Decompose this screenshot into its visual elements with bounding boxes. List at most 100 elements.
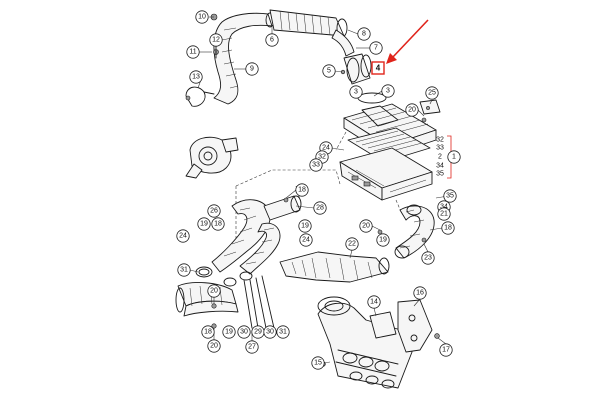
callout-circle (207, 284, 221, 298)
callout-number: 15 (314, 360, 322, 367)
callout-c22: 22 (345, 237, 359, 251)
callout-circle (211, 217, 225, 231)
callout-circle (443, 189, 457, 203)
callout-c28: 28 (313, 201, 327, 215)
callout-c30a: 30 (237, 325, 251, 339)
callout-number: 23 (424, 255, 432, 262)
callout-c27: 27 (245, 340, 259, 354)
callout-c6: 6 (265, 33, 279, 47)
callout-number: 18 (214, 221, 222, 228)
callout-number: 14 (370, 299, 378, 306)
callout-c18d: 18 (201, 325, 215, 339)
callout-c16: 16 (413, 286, 427, 300)
callout-c35a: 35 (443, 189, 457, 203)
callout-number: 19 (225, 329, 233, 336)
callout-circle (207, 339, 221, 353)
callout-circle (245, 62, 259, 76)
highlight-callout-4: 4 (371, 61, 385, 75)
callout-number: 19 (301, 223, 309, 230)
hose-clamp (185, 86, 215, 107)
callout-number: 33 (312, 162, 320, 169)
callout-number: 20 (362, 223, 370, 230)
callout-circle (357, 27, 371, 41)
callout-c18c: 18 (441, 221, 455, 235)
callout-c21: 21 (437, 207, 451, 221)
callout-c19b: 19 (298, 219, 312, 233)
callout-circle (349, 85, 363, 99)
callout-circle (276, 325, 290, 339)
callout-circle (322, 64, 336, 78)
callout-number: 18 (204, 329, 212, 336)
highlight-label: 4 (376, 64, 381, 73)
manifold-bracket (397, 299, 433, 353)
callout-c5: 5 (322, 64, 336, 78)
callout-number: 19 (200, 221, 208, 228)
callout-number: 17 (442, 347, 450, 354)
callout-circle (381, 84, 395, 98)
callout-circle (376, 233, 390, 247)
callout-circle (209, 33, 223, 47)
callout-number: 24 (322, 145, 330, 152)
callout-number: 31 (279, 329, 287, 336)
callout-c33a: 33 (309, 158, 323, 172)
intercooler-hose (175, 282, 239, 317)
callout-c25: 25 (425, 86, 439, 100)
callout-number: 26 (210, 208, 218, 215)
callout-circle (405, 103, 419, 117)
callout-circle (189, 70, 203, 84)
callout-number: 11 (189, 49, 196, 56)
callout-number: 3 (354, 89, 358, 96)
callout-c15: 15 (311, 356, 325, 370)
callout-c20d: 20 (207, 339, 221, 353)
callout-c18b: 18 (211, 217, 225, 231)
callout-c24c: 24 (176, 229, 190, 243)
callout-number: 22 (348, 241, 356, 248)
callout-circle (299, 233, 313, 247)
intake-pipe-left (211, 195, 302, 273)
callout-number: 10 (198, 14, 206, 21)
callout-circle (345, 237, 359, 251)
elbow-duct (331, 29, 355, 57)
callout-circle (298, 219, 312, 233)
intake-hose-upper (213, 12, 275, 105)
callout-c20c: 20 (207, 284, 221, 298)
bracket-label-b2: 2 (438, 154, 442, 161)
bracket-label-b32: 32 (436, 137, 444, 144)
intake-manifold (317, 296, 413, 389)
callout-circle (176, 229, 190, 243)
callout-circle (441, 221, 455, 235)
callout-number: 19 (379, 237, 387, 244)
callout-number: 13 (192, 74, 200, 81)
callout-number: 28 (316, 205, 324, 212)
callout-c29: 29 (251, 325, 265, 339)
callout-circle (367, 295, 381, 309)
callout-number: 18 (444, 225, 452, 232)
bracket-label-b35: 35 (436, 171, 444, 178)
callout-c30b: 30 (263, 325, 277, 339)
callout-number: 6 (270, 37, 274, 44)
mounting-bracket-top (419, 99, 441, 115)
callout-circle (437, 207, 451, 221)
callout-number: 24 (179, 233, 187, 240)
callout-circle (313, 201, 327, 215)
callout-number: 21 (440, 211, 448, 218)
callout-c19c: 19 (376, 233, 390, 247)
callout-circle (263, 325, 277, 339)
callout-number: 20 (210, 288, 218, 295)
intake-elbow-right (394, 204, 435, 259)
callout-number: 3 (386, 88, 390, 95)
callout-number: 32 (318, 154, 326, 161)
callout-c26: 26 (207, 204, 221, 218)
turbocharger (185, 136, 239, 179)
callout-number: 25 (428, 90, 436, 97)
callout-number: 7 (374, 45, 378, 52)
callout-circle (245, 340, 259, 354)
callout-circle (309, 158, 323, 172)
callout-circle (359, 219, 373, 233)
callout-c8: 8 (357, 27, 371, 41)
callout-circle (237, 325, 251, 339)
callout-c14: 14 (367, 295, 381, 309)
